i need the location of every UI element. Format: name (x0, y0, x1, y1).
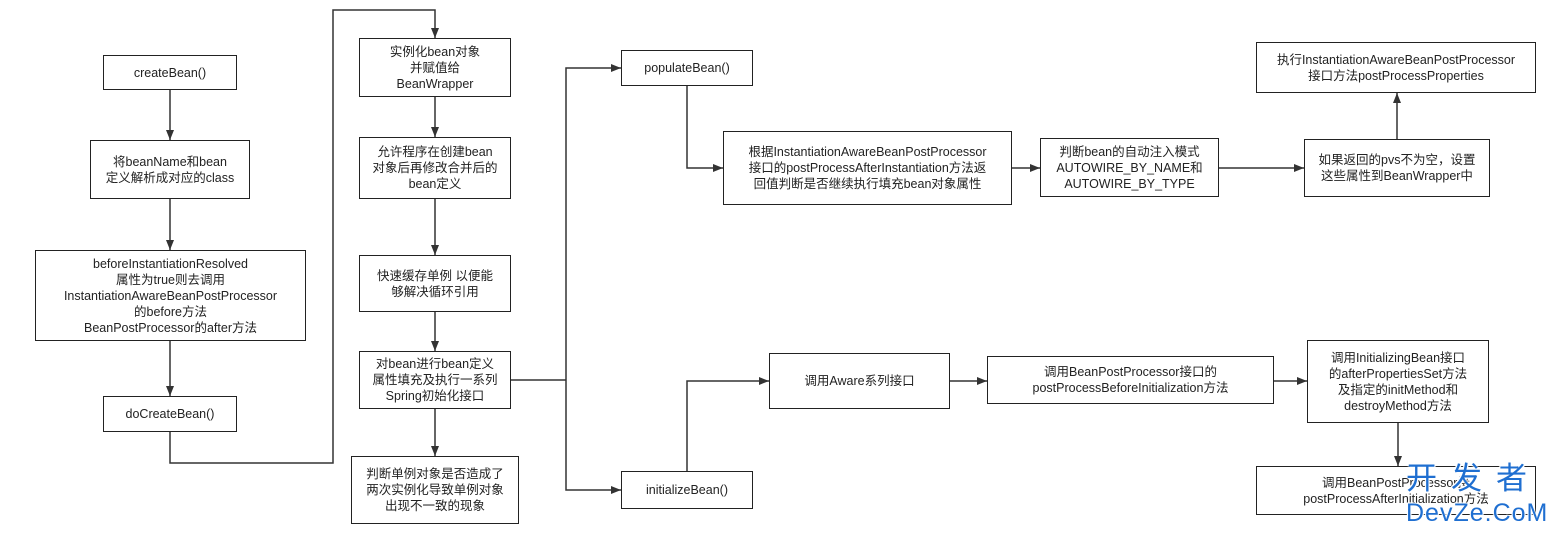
node-resolve-class-label: 将beanName和bean 定义解析成对应的class (105, 154, 235, 185)
watermark-cjk-text: 开发者 (1406, 461, 1541, 497)
node-do-create-bean: doCreateBean() (103, 396, 237, 432)
node-init-methods-label: 调用InitializingBean接口 的afterPropertiesSet… (1328, 350, 1468, 413)
node-autowire-mode-label: 判断bean的自动注入模式 AUTOWIRE_BY_NAME和 AUTOWIRE… (1056, 144, 1203, 191)
arrow-populatebean-to-after-instantiation (686, 86, 723, 172)
node-invoke-aware-label: 调用Aware系列接口 (804, 374, 915, 388)
node-before-instantiation-label: beforeInstantiationResolved 属性为true则去调用 … (63, 256, 278, 335)
arrow-branch-to-initializebean (565, 380, 621, 494)
node-populate-and-init: 对bean进行bean定义 属性填充及执行一系列 Spring初始化接口 (359, 351, 511, 409)
watermark-domain-text: DevZe.CoM (1406, 499, 1549, 527)
node-autowire-mode: 判断bean的自动注入模式 AUTOWIRE_BY_NAME和 AUTOWIRE… (1040, 138, 1219, 197)
node-resolve-class: 将beanName和bean 定义解析成对应的class (90, 140, 250, 199)
node-check-singleton: 判断单例对象是否造成了 两次实例化导致单例对象 出现不一致的现象 (351, 456, 519, 524)
arrow-initializebean-to-invoke-aware (686, 377, 769, 471)
node-before-instantiation: beforeInstantiationResolved 属性为true则去调用 … (35, 250, 306, 341)
node-post-process-properties-label: 执行InstantiationAwareBeanPostProcessor 接口… (1276, 52, 1516, 83)
node-do-create-bean-label: doCreateBean() (125, 407, 215, 421)
node-instantiate-label: 实例化bean对象 并赋值给 BeanWrapper (389, 44, 481, 91)
node-invoke-aware: 调用Aware系列接口 (769, 353, 950, 409)
node-cache-singleton-label: 快速缓存单例 以便能 够解决循环引用 (377, 268, 493, 299)
node-after-initialization: 调用BeanPostProcessor接 postProcessAfterIni… (1256, 466, 1536, 515)
watermark-logo: 开发者 DevZe.CoM (1406, 460, 1558, 528)
node-post-process-after-instantiation-label: 根据InstantiationAwareBeanPostProcessor 接口… (748, 145, 987, 191)
node-instantiate: 实例化bean对象 并赋值给 BeanWrapper (359, 38, 511, 97)
node-merge-definition: 允许程序在创建bean 对象后再修改合并后的 bean定义 (359, 137, 511, 199)
node-merge-definition-label: 允许程序在创建bean 对象后再修改合并后的 bean定义 (372, 145, 498, 191)
node-init-methods: 调用InitializingBean接口 的afterPropertiesSet… (1307, 340, 1489, 423)
node-before-initialization-label: 调用BeanPostProcessor接口的 postProcessBefore… (1032, 365, 1229, 395)
arrow-branch-to-populatebean (565, 64, 621, 380)
node-populate-bean-label: populateBean() (644, 61, 730, 75)
node-before-initialization: 调用BeanPostProcessor接口的 postProcessBefore… (987, 356, 1274, 404)
node-populate-bean: populateBean() (621, 50, 753, 86)
arrow-docreatebean-to-instantiate (169, 9, 439, 464)
node-post-process-after-instantiation: 根据InstantiationAwareBeanPostProcessor 接口… (723, 131, 1012, 205)
node-set-pvs-label: 如果返回的pvs不为空，设置 这些属性到BeanWrapper中 (1318, 153, 1476, 183)
node-create-bean-label: createBean() (133, 65, 207, 80)
node-set-pvs: 如果返回的pvs不为空，设置 这些属性到BeanWrapper中 (1304, 139, 1490, 197)
node-post-process-properties: 执行InstantiationAwareBeanPostProcessor 接口… (1256, 42, 1536, 93)
node-after-initialization-label: 调用BeanPostProcessor接 postProcessAfterIni… (1303, 475, 1489, 506)
node-cache-singleton: 快速缓存单例 以便能 够解决循环引用 (359, 255, 511, 312)
node-initialize-bean: initializeBean() (621, 471, 753, 509)
node-populate-and-init-label: 对bean进行bean定义 属性填充及执行一系列 Spring初始化接口 (372, 357, 498, 403)
node-create-bean: createBean() (103, 55, 237, 90)
node-check-singleton-label: 判断单例对象是否造成了 两次实例化导致单例对象 出现不一致的现象 (366, 467, 504, 513)
node-initialize-bean-label: initializeBean() (646, 483, 728, 497)
